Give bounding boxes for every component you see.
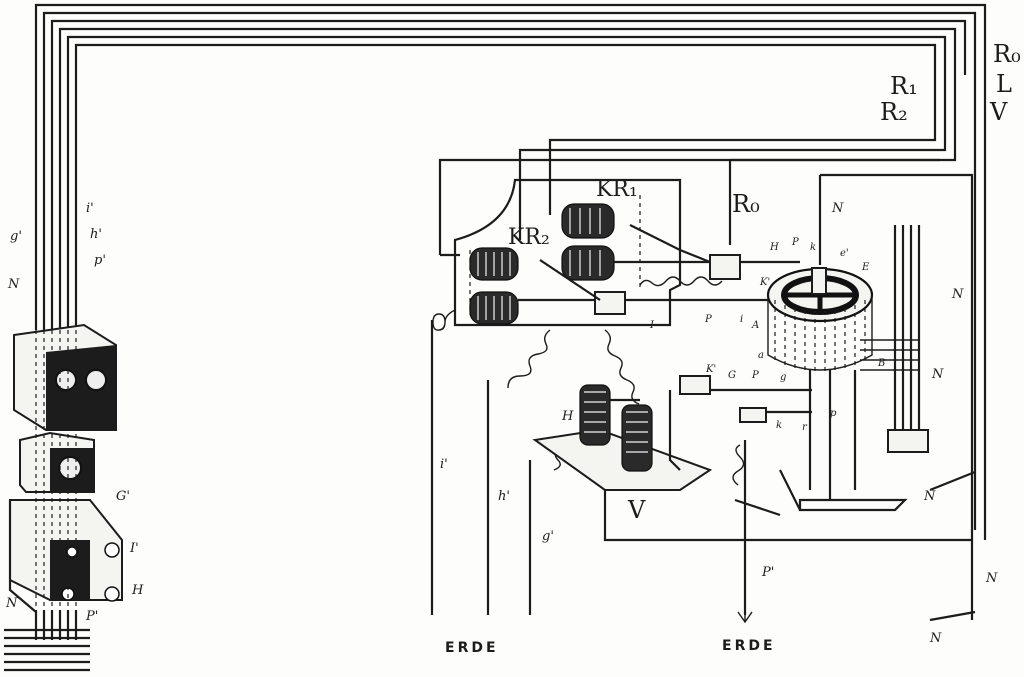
label-small-I: I [649,320,655,331]
label-v-bottom: V [627,496,646,524]
label-r2-top: R₂ [880,98,908,126]
label-small-k: k [810,242,816,253]
label-left-H: H [131,583,144,598]
label-small-K: K' [759,277,770,288]
coiled-wires [432,276,745,486]
label-right-n5: N [985,571,998,586]
label-mid-p: P' [761,565,774,580]
label-v-top: V [989,98,1008,126]
label-left-I: I' [129,541,139,556]
label-small-a: a [758,350,764,361]
label-coil-h: H [561,409,574,424]
label-small-E: E [861,262,870,273]
label-left-P: P' [85,609,98,624]
label-small-p: P [791,237,799,248]
label-kr2: KR₂ [508,225,550,250]
relay-coils [469,203,800,325]
label-l-top: L [996,70,1012,98]
label-left-n: N [7,277,20,292]
left-wire-bundle [34,3,987,540]
label-small-g-cap: G [728,370,736,381]
label-small-e: e' [840,248,849,259]
label-kr1: KR₁ [596,177,638,202]
label-right-n6: N [929,631,942,646]
label-small-p3: P [751,370,759,381]
right-wiring [430,158,976,624]
label-left-G: G' [116,489,130,504]
label-left-h: h' [90,227,102,242]
label-small-k2: K' [705,364,716,375]
label-small-a-cap: A [751,320,759,331]
label-mid-g: g' [542,529,554,544]
label-r1-top: R₁ [890,72,918,100]
drum-assembly [734,267,908,517]
label-r0-top: R₀ [993,40,1021,68]
label-mid-h: h' [498,489,510,504]
label-mid-i: i' [440,457,448,472]
label-r0-mid: R₀ [732,190,760,218]
label-small-h: H [769,242,779,253]
label-left-n2: N [5,596,18,611]
label-right-n4: N [923,489,936,504]
label-small-b: B [877,358,885,369]
label-left-i: i' [86,201,94,216]
left-apparatus [4,323,123,672]
label-small-p2: P [704,314,712,325]
label-small-k3: k [776,420,782,431]
label-right-n1: N [831,201,844,216]
label-right-n3: N [931,367,944,382]
label-small-p-lower: p [830,408,837,419]
electromagnet-h [532,375,812,491]
label-small-r: r [802,422,808,433]
label-erde-left: ERDE [445,640,499,656]
label-right-n2: N [951,287,964,302]
label-left-g: g' [10,229,22,244]
label-small-g: g [780,372,786,383]
label-left-p: p' [94,253,106,268]
label-small-i: i [740,314,743,325]
label-erde-right: ERDE [722,638,776,654]
